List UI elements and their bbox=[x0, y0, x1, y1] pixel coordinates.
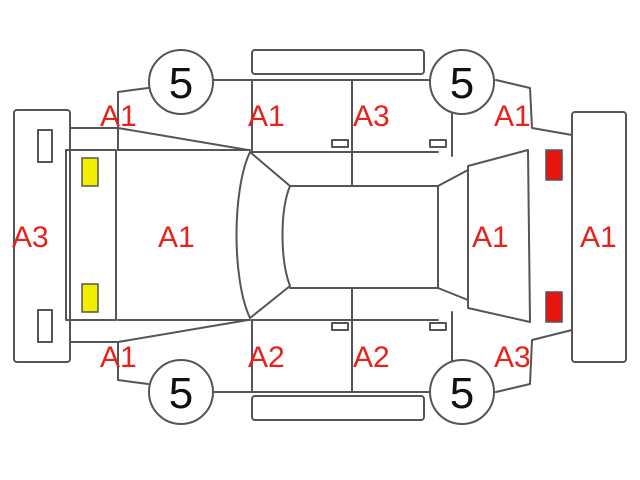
rear-lamp-top bbox=[545, 149, 563, 181]
right-sill-outline bbox=[251, 395, 425, 421]
tire-right-rear-value: 5 bbox=[450, 369, 474, 418]
left-front-door-handle bbox=[331, 139, 349, 148]
damage-right-rear-door: A2 bbox=[353, 341, 390, 374]
door-lines-left bbox=[117, 79, 453, 187]
tire-right-rear: 5 bbox=[429, 359, 495, 425]
damage-front-bumper: A3 bbox=[12, 221, 49, 254]
door-lines-right bbox=[251, 287, 453, 393]
tire-left-rear: 5 bbox=[429, 49, 495, 115]
damage-left-rear-corner: A1 bbox=[494, 100, 531, 133]
front-lamp-top bbox=[81, 157, 99, 187]
left-sill-outline bbox=[251, 49, 425, 75]
front-bumper-slot-top bbox=[37, 129, 53, 163]
body-outline bbox=[69, 79, 573, 393]
windshield bbox=[249, 151, 291, 319]
hood-edges bbox=[117, 149, 251, 321]
fender-lines bbox=[117, 127, 249, 343]
tire-right-front-value: 5 bbox=[169, 369, 193, 418]
damage-left-front-door: A1 bbox=[248, 100, 285, 133]
damage-rear-glass: A1 bbox=[472, 221, 509, 254]
rear-pillar bbox=[437, 169, 469, 301]
windshield-front-edge bbox=[235, 151, 251, 319]
left-rear-door-handle bbox=[429, 139, 447, 148]
front-bumper-slot-bottom bbox=[37, 309, 53, 343]
tire-left-front: 5 bbox=[148, 49, 214, 115]
rear-lamp-bottom bbox=[545, 291, 563, 323]
damage-left-rear-door: A3 bbox=[353, 100, 390, 133]
right-rear-door-handle bbox=[429, 322, 447, 331]
belt-lines bbox=[251, 151, 439, 321]
roof bbox=[289, 185, 439, 289]
tire-right-front: 5 bbox=[148, 359, 214, 425]
damage-right-front-door: A2 bbox=[248, 341, 285, 374]
front-bumper-outline bbox=[13, 109, 71, 363]
damage-left-front-corner: A1 bbox=[100, 100, 137, 133]
damage-right-rear-corner: A3 bbox=[494, 341, 531, 374]
tire-left-front-value: 5 bbox=[169, 59, 193, 108]
damage-hood: A1 bbox=[158, 221, 195, 254]
tire-left-rear-value: 5 bbox=[450, 59, 474, 108]
damage-right-front-corner: A1 bbox=[100, 341, 137, 374]
front-fascia bbox=[65, 149, 117, 321]
front-lamp-bottom bbox=[81, 283, 99, 313]
damage-rear-bumper: A1 bbox=[580, 221, 617, 254]
rear-glass bbox=[467, 149, 531, 323]
right-front-door-handle bbox=[331, 322, 349, 331]
